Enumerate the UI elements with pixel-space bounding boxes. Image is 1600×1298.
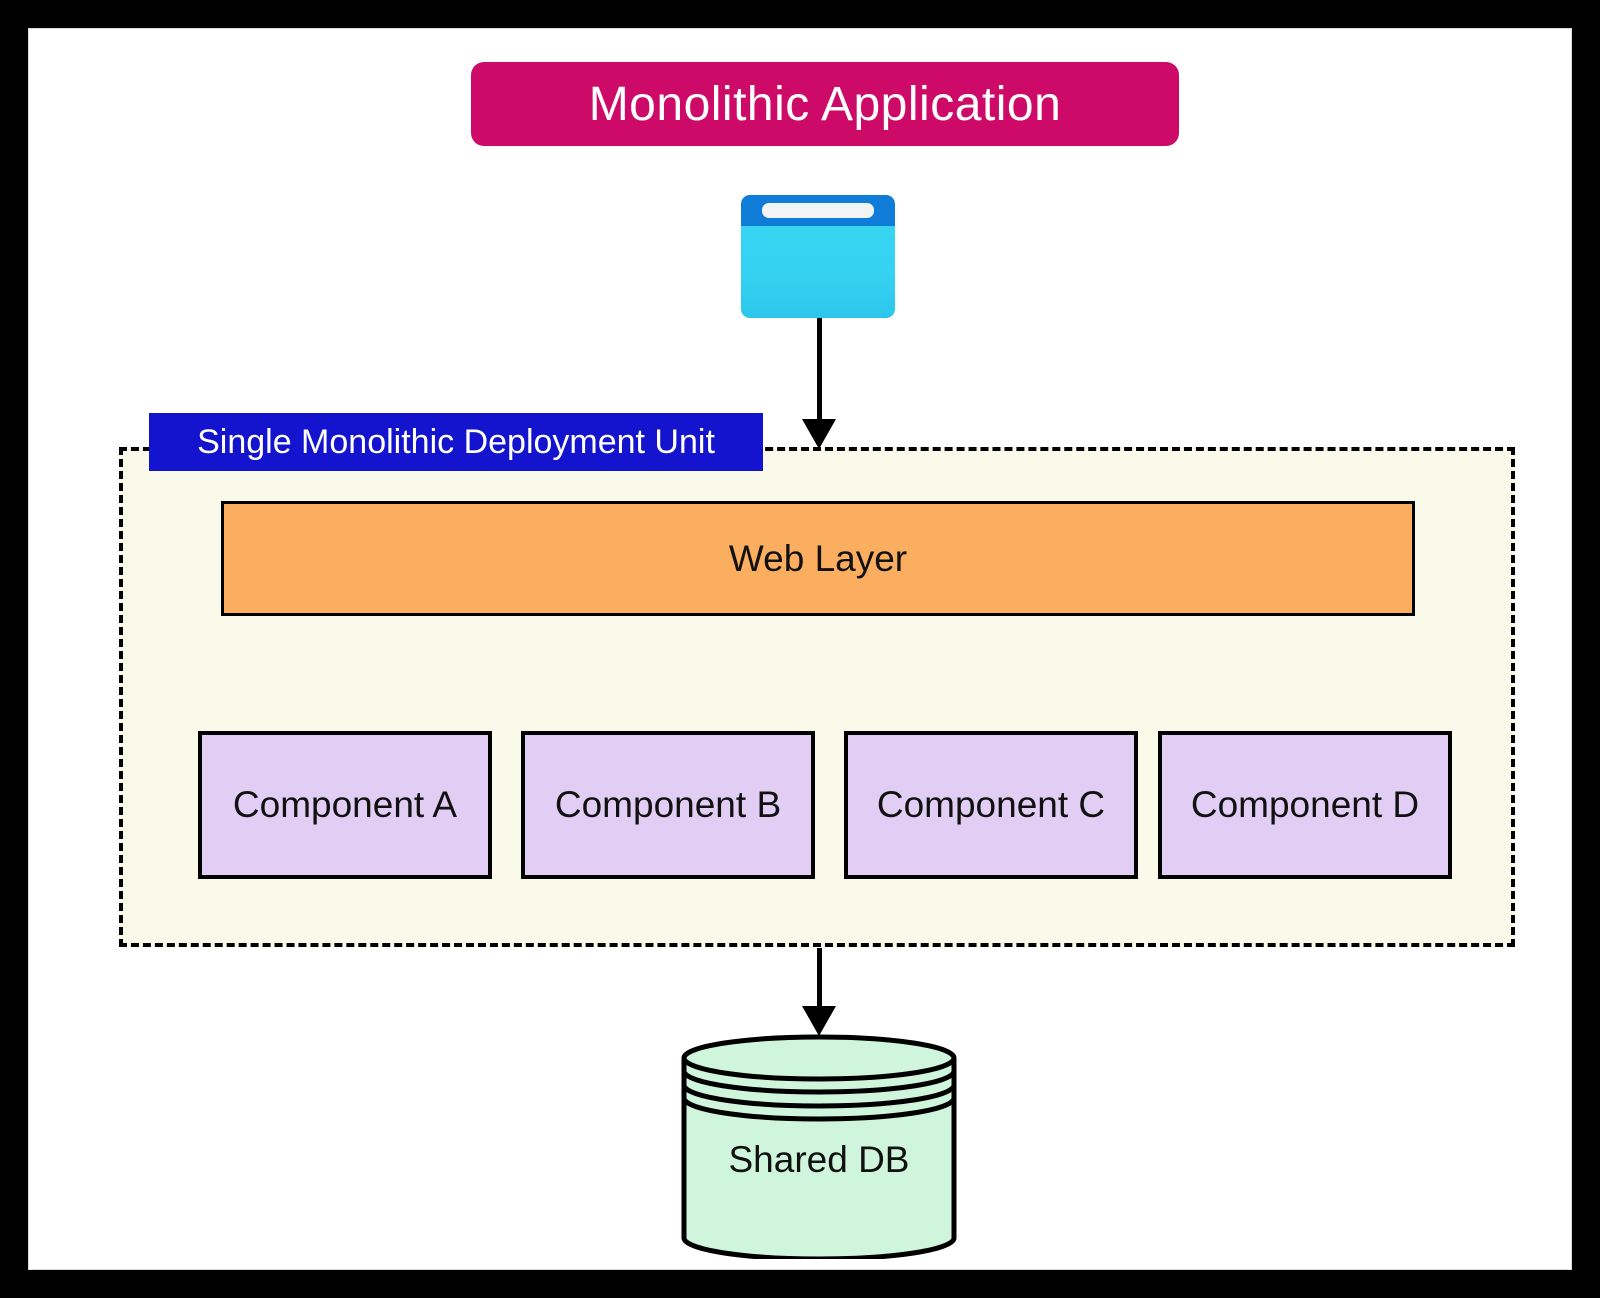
component-c-label: Component C	[876, 784, 1106, 825]
component-d-box: Component D	[1158, 731, 1452, 879]
component-b-box: Component B	[521, 731, 815, 879]
diagram-title-badge: Monolithic Application	[471, 62, 1179, 146]
browser-viewport	[741, 226, 895, 318]
arrow-browser-to-unit	[802, 318, 836, 449]
arrow-stem	[816, 948, 822, 1008]
component-c-box: Component C	[844, 731, 1138, 879]
shared-db: Shared DB	[679, 1034, 959, 1259]
deployment-unit-label: Single Monolithic Deployment Unit	[197, 422, 715, 461]
web-layer-box: Web Layer	[221, 501, 1415, 616]
component-a-box: Component A	[198, 731, 492, 879]
component-a-label: Component A	[232, 784, 458, 825]
shared-db-label: Shared DB	[728, 1139, 910, 1180]
component-d-label: Component D	[1190, 784, 1420, 825]
diagram-title: Monolithic Application	[588, 77, 1062, 131]
browser-address-bar	[762, 203, 874, 218]
browser-window-icon	[741, 195, 895, 318]
component-b-label: Component B	[554, 784, 782, 825]
arrow-unit-to-db	[802, 948, 836, 1036]
arrow-down-icon	[802, 1006, 836, 1036]
deployment-unit-label-badge: Single Monolithic Deployment Unit	[149, 413, 763, 471]
arrow-down-icon	[802, 419, 836, 449]
web-layer-label: Web Layer	[728, 537, 908, 579]
page-background: Monolithic Application Single Monolithic…	[28, 28, 1572, 1270]
browser-titlebar	[741, 195, 895, 226]
arrow-stem	[816, 318, 822, 421]
database-cylinder-icon	[681, 1034, 957, 1259]
